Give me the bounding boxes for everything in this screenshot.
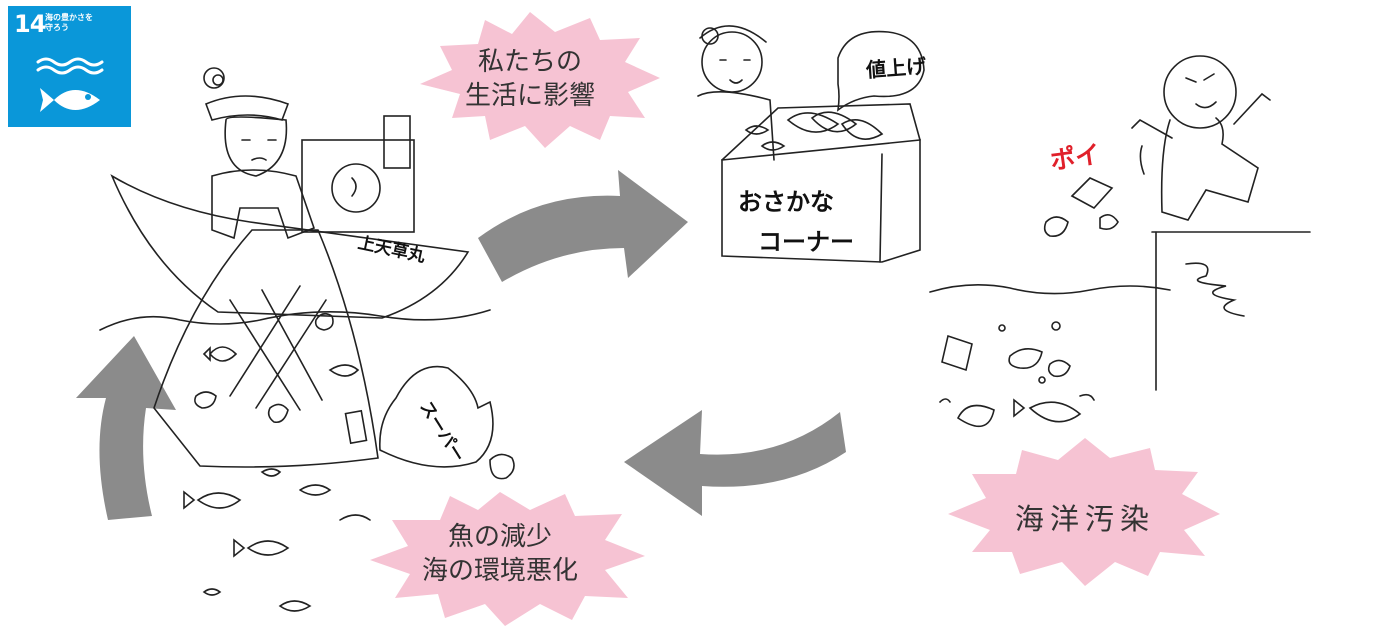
price-bubble-text: 値上げ bbox=[865, 53, 927, 83]
fishing-boat-sketch bbox=[99, 67, 515, 612]
sdg-number: 14 bbox=[14, 10, 46, 38]
burst-fish-line1: 魚の減少 bbox=[447, 522, 552, 552]
burst-fish-line2: 海の環境悪化 bbox=[421, 556, 578, 586]
sdg-title: 海の豊かさを 守ろう bbox=[45, 13, 93, 32]
arrow-to-fishery bbox=[624, 410, 846, 516]
burst-pollution-label: 海洋汚染 bbox=[1014, 502, 1155, 536]
counter-sign-line1: おさかな bbox=[738, 188, 834, 216]
burst-life-line2: 生活に影響 bbox=[464, 81, 595, 111]
fish-counter-sketch bbox=[697, 25, 925, 263]
wave-icon bbox=[36, 57, 104, 75]
burst-life-line1: 私たちの bbox=[477, 47, 582, 77]
burst-life bbox=[420, 12, 660, 148]
burst-pollution bbox=[948, 438, 1220, 586]
burst-life-label: 私たちの 生活に影響 bbox=[430, 45, 630, 113]
cycle-arrow-icon bbox=[76, 170, 846, 520]
arrow-to-market bbox=[478, 170, 688, 282]
burst-fish-label: 魚の減少 海の環境悪化 bbox=[390, 520, 610, 588]
arrow-up-left bbox=[76, 336, 176, 520]
sdg14-badge: 14 海の豊かさを 守ろう bbox=[8, 6, 131, 127]
burst-fish bbox=[370, 492, 645, 626]
littering-sketch bbox=[929, 55, 1311, 428]
fish-icon bbox=[40, 88, 100, 112]
counter-sign-line2: コーナー bbox=[758, 228, 854, 256]
poi-text: ポイ bbox=[1048, 139, 1102, 176]
